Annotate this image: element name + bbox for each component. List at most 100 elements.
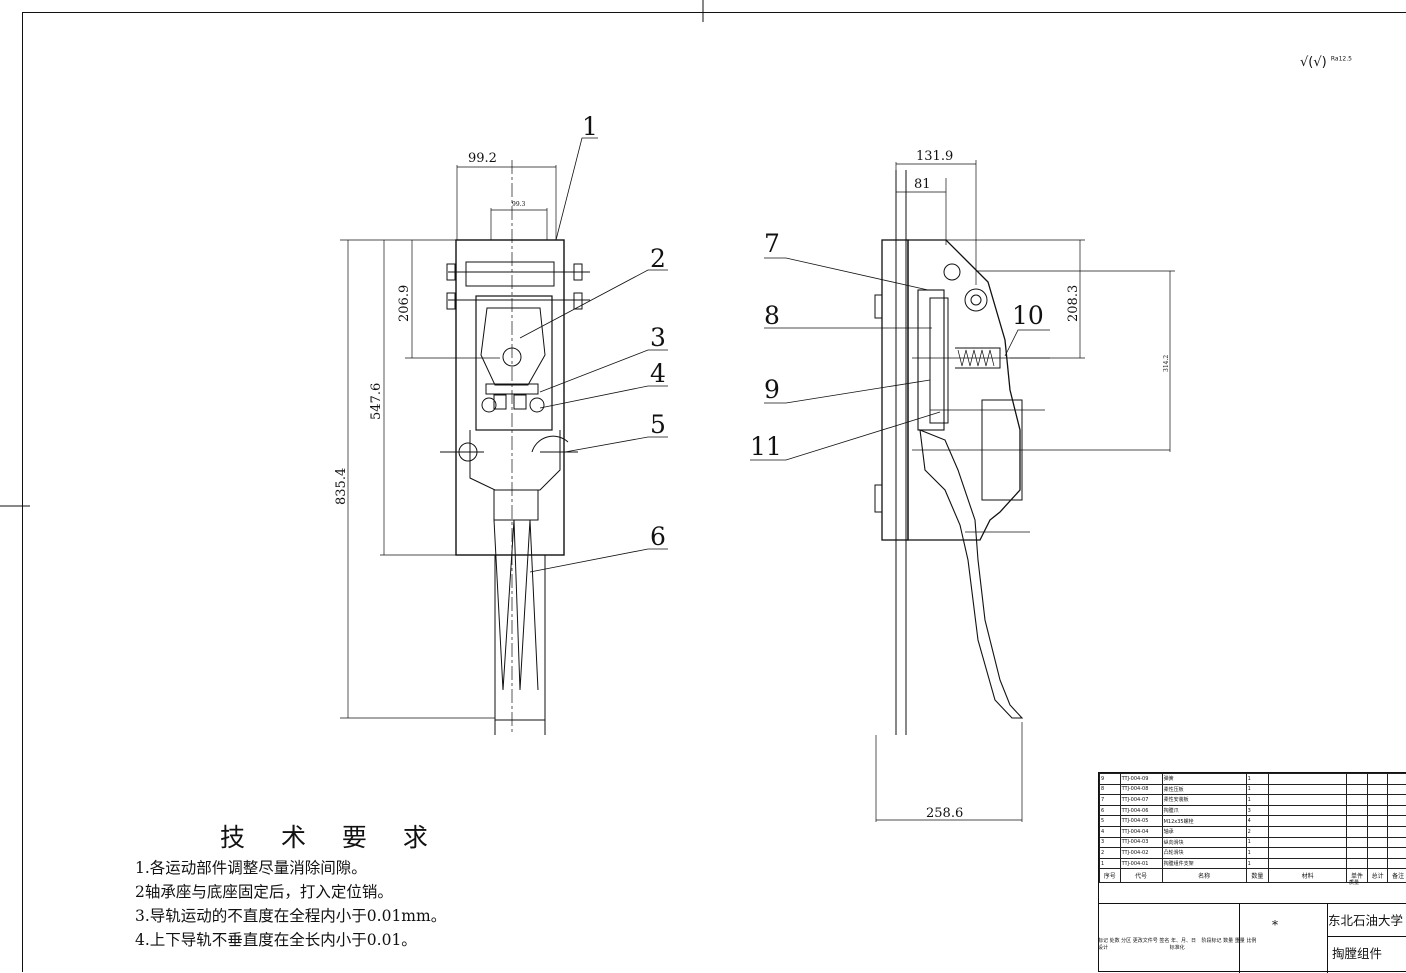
bom-cell-no: 9	[1100, 774, 1121, 785]
bom-cell-total	[1367, 826, 1388, 837]
bom-cell-total	[1367, 858, 1388, 869]
bom-cell-no: 2	[1100, 848, 1121, 859]
dim-h2: 547.6	[369, 383, 384, 420]
bom-cell-no: 8	[1100, 784, 1121, 795]
bom-cell-name: 纵向滑块	[1162, 837, 1246, 848]
callout-2: 2	[650, 244, 666, 273]
bom-cell-total	[1367, 805, 1388, 816]
dim-width-top: 99.2	[468, 151, 497, 166]
callout-3: 3	[650, 323, 666, 352]
bom-header-name: 名称	[1162, 869, 1246, 883]
bom-cell-qty: 1	[1246, 848, 1268, 859]
bom-cell-note	[1388, 837, 1406, 848]
dim-width-inner: 99.3	[512, 201, 526, 208]
design-label: 设计	[1098, 945, 1108, 951]
bom-cell-unit	[1347, 826, 1368, 837]
bom-cell-material	[1269, 805, 1347, 816]
callout-10: 10	[1012, 301, 1044, 330]
bom-cell-no: 3	[1100, 837, 1121, 848]
callout-7: 7	[764, 229, 780, 258]
bom-header-code: 代号	[1120, 869, 1162, 883]
dim-side-h1: 208.3	[1066, 285, 1081, 322]
callout-4: 4	[650, 359, 666, 388]
bom-cell-note	[1388, 795, 1406, 806]
drawing-title: 掏膛组件	[1332, 943, 1382, 962]
bom-cell-name: 柔性压板	[1162, 784, 1246, 795]
tech-requirement-item: 4.上下导轨不垂直度在全长内小于0.01。	[135, 928, 446, 952]
bom-cell-qty: 1	[1246, 858, 1268, 869]
front-view	[340, 138, 668, 735]
bom-cell-no: 5	[1100, 816, 1121, 827]
bom-cell-no: 1	[1100, 858, 1121, 869]
bom-cell-qty: 2	[1246, 826, 1268, 837]
organization-name: 东北石油大学	[1328, 910, 1403, 929]
bom-cell-unit	[1347, 774, 1368, 785]
bom-cell-name: 轴承	[1162, 826, 1246, 837]
bom-cell-total	[1367, 837, 1388, 848]
bom-cell-note	[1388, 784, 1406, 795]
bom-cell-material	[1269, 795, 1347, 806]
bom-cell-no: 7	[1100, 795, 1121, 806]
bom-cell-note	[1388, 858, 1406, 869]
callout-11: 11	[750, 432, 782, 461]
bom-cell-total	[1367, 795, 1388, 806]
dim-h3: 835.4	[334, 468, 349, 505]
callout-9: 9	[764, 375, 780, 404]
bom-cell-qty: 1	[1246, 784, 1268, 795]
title-block-mark: *	[1272, 918, 1278, 932]
bom-cell-name: M12x35螺栓	[1162, 816, 1246, 827]
bom-cell-qty: 1	[1246, 774, 1268, 785]
bom-cell-unit	[1347, 858, 1368, 869]
callout-8: 8	[764, 301, 780, 330]
bom-cell-unit	[1347, 795, 1368, 806]
bom-header-row: 序号 代号 名称 数量 材料 单件 总计 备注	[1100, 869, 1406, 883]
bom-cell-total	[1367, 784, 1388, 795]
bom-cell-note	[1388, 848, 1406, 859]
bom-cell-name: 弹簧	[1162, 774, 1246, 785]
bom-header-qty: 数量	[1246, 869, 1268, 883]
bom-header-mass: 质量	[1349, 879, 1359, 886]
bom-header-material: 材料	[1269, 869, 1347, 883]
bom-cell-material	[1269, 774, 1347, 785]
bom-cell-code: TTJ-004-03	[1120, 837, 1162, 848]
tech-requirement-item: 3.导轨运动的不直度在全程内小于0.01mm。	[135, 904, 446, 928]
bom-cell-total	[1367, 774, 1388, 785]
tech-requirements-title: 技 术 要 求	[220, 818, 446, 854]
bom-cell-name: 掏膛组件支架	[1162, 858, 1246, 869]
callout-1: 1	[582, 112, 598, 141]
revision-labels: 标记 处数 分区 更改文件号 签名 年、月、日 阶段标记 数量 重量 比例 设计…	[1098, 937, 1256, 951]
bom-cell-qty: 1	[1246, 837, 1268, 848]
bom-cell-material	[1269, 858, 1347, 869]
callout-5: 5	[650, 410, 666, 439]
bom-cell-code: TTJ-004-07	[1120, 795, 1162, 806]
stage-label-text: 阶段标记 数量 重量 比例	[1202, 938, 1257, 944]
standardization-label: 标准化	[1170, 945, 1185, 951]
revision-label-text: 标记 处数 分区 更改文件号 签名 年、月、日	[1098, 938, 1196, 944]
bom-cell-unit	[1347, 816, 1368, 827]
side-view	[750, 160, 1175, 822]
bom-cell-no: 4	[1100, 826, 1121, 837]
bom-header-no: 序号	[1100, 869, 1121, 883]
bom-cell-code: TTJ-004-02	[1120, 848, 1162, 859]
bom-cell-name: 掏膛爪	[1162, 805, 1246, 816]
bom-cell-material	[1269, 848, 1347, 859]
bom-cell-unit	[1347, 805, 1368, 816]
bom-cell-qty: 4	[1246, 816, 1268, 827]
bom-cell-note	[1388, 826, 1406, 837]
dim-side-h2: 314.2	[1163, 355, 1170, 372]
bom-cell-total	[1367, 816, 1388, 827]
bom-cell-note	[1388, 805, 1406, 816]
bom-cell-material	[1269, 816, 1347, 827]
bom-cell-material	[1269, 826, 1347, 837]
bom-cell-name: 柔性安装板	[1162, 795, 1246, 806]
